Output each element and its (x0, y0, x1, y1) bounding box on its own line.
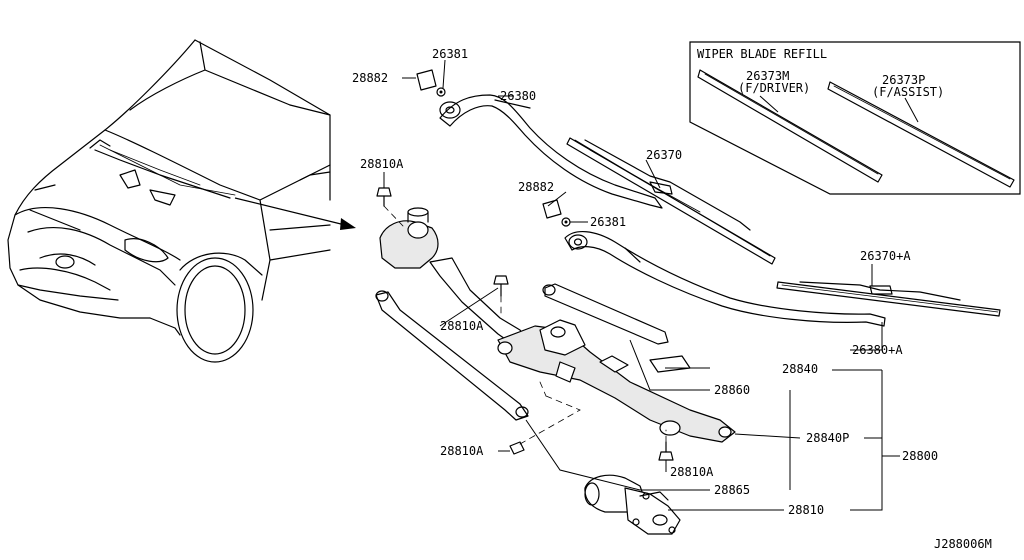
label-28860: 28860 (714, 383, 750, 397)
bolt-28810A-low (509, 441, 525, 455)
connecting-plate (599, 355, 691, 373)
wiper-motor-28810 (584, 474, 681, 535)
bolt-28810A-right (658, 441, 674, 461)
label-28865: 28865 (714, 483, 750, 497)
wiper-blade-26370A (776, 281, 1001, 317)
label-26373M-sub: (F/DRIVER) (738, 81, 810, 95)
part-labels: 26381 28882 26380 26370 28810A 28882 263… (352, 47, 992, 551)
link-rod-28865 (375, 290, 529, 421)
label-26373M: 26373M (746, 69, 789, 83)
label-26370: 26370 (646, 148, 682, 162)
leader-lines (383, 59, 900, 511)
wiper-blade-26370 (566, 137, 776, 265)
assembly-dashed-lines (383, 205, 667, 445)
label-26373P-sub: (F/ASSIST) (872, 85, 944, 99)
wiper-arm-26380A (564, 231, 886, 327)
inset-title: WIPER BLADE REFILL (697, 47, 827, 61)
pivot-bracket-left (379, 207, 439, 269)
label-28810A-mid: 28810A (440, 319, 484, 333)
refill-strip-assist (827, 81, 1015, 188)
cap-28882-lower (542, 199, 562, 219)
label-28800: 28800 (902, 449, 938, 463)
bolt-28810A-top (376, 187, 392, 207)
refill-strip-driver (697, 69, 883, 183)
label-28840P: 28840P (806, 431, 849, 445)
drawing-number: J288006M (934, 537, 992, 551)
cap-28882-upper (416, 69, 437, 91)
label-28810A-top: 28810A (360, 157, 404, 171)
car-illustration (7, 39, 331, 363)
frame-28840 (497, 319, 736, 443)
label-28882-upper: 28882 (352, 71, 388, 85)
bolt-28810A-mid (493, 275, 509, 297)
label-26380A: 26380+A (852, 343, 903, 357)
pointer-arrow (234, 197, 356, 230)
label-28810A-right: 28810A (670, 465, 714, 479)
label-28882-lower: 28882 (518, 180, 554, 194)
label-26373P: 26373P (882, 73, 925, 87)
label-26370A: 26370+A (860, 249, 911, 263)
wiper-blade-refill-inset: WIPER BLADE REFILL (689, 41, 1021, 195)
label-26381-lower: 26381 (590, 215, 626, 229)
label-28810A-low: 28810A (440, 444, 484, 458)
nut-26381-upper (436, 87, 446, 97)
label-28840: 28840 (782, 362, 818, 376)
label-26380: 26380 (500, 89, 536, 103)
nut-26381-lower (561, 217, 571, 227)
label-28810: 28810 (788, 503, 824, 517)
label-26381-upper: 26381 (432, 47, 468, 61)
wiper-arm-26380 (439, 94, 663, 209)
link-rod-28860 (542, 283, 669, 345)
